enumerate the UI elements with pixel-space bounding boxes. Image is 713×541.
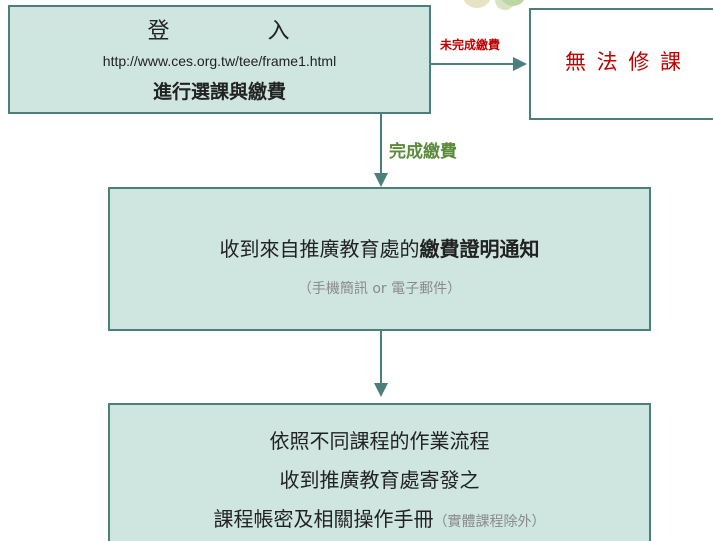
decor-circle-left: [462, 0, 492, 8]
login-box: 登 入 http://www.ces.org.tw/tee/frame1.htm…: [8, 5, 431, 114]
final-box: 依照不同課程的作業流程 收到推廣教育處寄發之 課程帳密及相關操作手冊（實體課程除…: [108, 403, 651, 541]
final-line3-main: 課程帳密及相關操作手冊: [213, 507, 434, 531]
success-arrow-line: [380, 114, 382, 175]
notice-box: 收到來自推廣教育處的繳費證明通知 （手機簡訊 or 電子郵件）: [108, 187, 651, 331]
notice-sub: （手機簡訊 or 電子郵件）: [297, 281, 462, 297]
final-line3: 課程帳密及相關操作手冊（實體課程除外）: [110, 503, 649, 532]
login-title: 登 入: [147, 19, 292, 44]
fail-arrow-line: [431, 63, 515, 65]
final-line3-note: （實體課程除外）: [433, 514, 546, 530]
decor-circle-right: [500, 0, 526, 6]
decor-circle-mid: [495, 0, 515, 10]
notice-arrow-head: [374, 383, 388, 397]
login-action: 進行選課與繳費: [152, 81, 286, 103]
final-line2: 收到推廣教育處寄發之: [279, 468, 480, 492]
notice-arrow-line: [380, 331, 382, 385]
fail-condition-label: 未完成繳費: [440, 38, 501, 52]
notice-text-prefix: 收到來自推廣教育處的: [219, 237, 420, 261]
login-url: http://www.ces.org.tw/tee/frame1.html: [102, 53, 337, 69]
fail-arrow-head: [513, 57, 527, 71]
success-arrow-head: [374, 173, 388, 187]
fail-box: 無 法 修 課: [529, 8, 713, 120]
final-line1: 依照不同課程的作業流程: [269, 429, 490, 453]
notice-text-bold: 繳費證明通知: [419, 237, 540, 261]
notice-text: 收到來自推廣教育處的繳費證明通知: [110, 233, 649, 262]
success-condition-label: 完成繳費: [389, 142, 457, 162]
fail-result-text: 無 法 修 課: [564, 50, 684, 74]
